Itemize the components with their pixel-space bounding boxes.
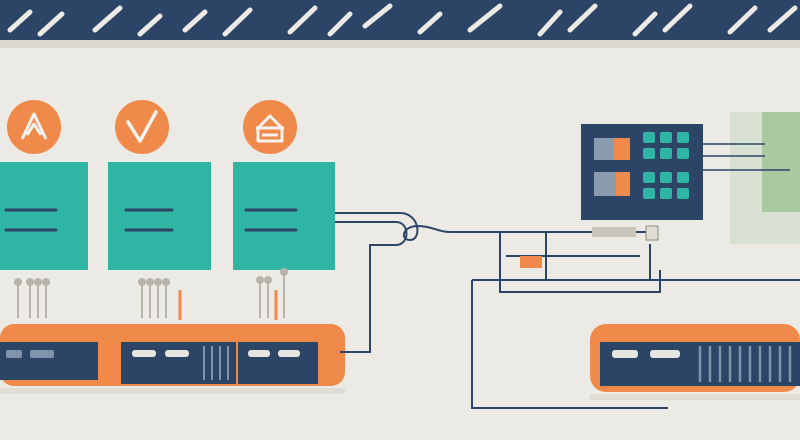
connector-plug [592, 227, 636, 237]
module-1 [0, 100, 88, 318]
home-icon-badge [7, 100, 61, 154]
home-icon [20, 112, 48, 140]
module-2-pins [138, 278, 170, 318]
side-panel-accent [762, 112, 800, 212]
header-banner [0, 0, 800, 48]
check-icon [126, 110, 158, 143]
device-rail-right [590, 324, 800, 400]
building-icon [256, 114, 284, 143]
module-3 [233, 100, 335, 320]
device-rail-left [0, 324, 345, 394]
module-3-pins [256, 268, 288, 318]
connector-terminal [645, 225, 659, 241]
module-2-card [108, 162, 211, 270]
header-dash-pattern [7, 3, 798, 37]
check-icon-badge [115, 100, 169, 154]
module-3-card [233, 162, 335, 270]
module-1-card [0, 162, 88, 270]
control-panel [581, 124, 790, 220]
keypad-icon [643, 132, 689, 199]
module-2 [108, 100, 211, 320]
module-1-pins [14, 278, 50, 318]
signal-tag [520, 256, 542, 268]
